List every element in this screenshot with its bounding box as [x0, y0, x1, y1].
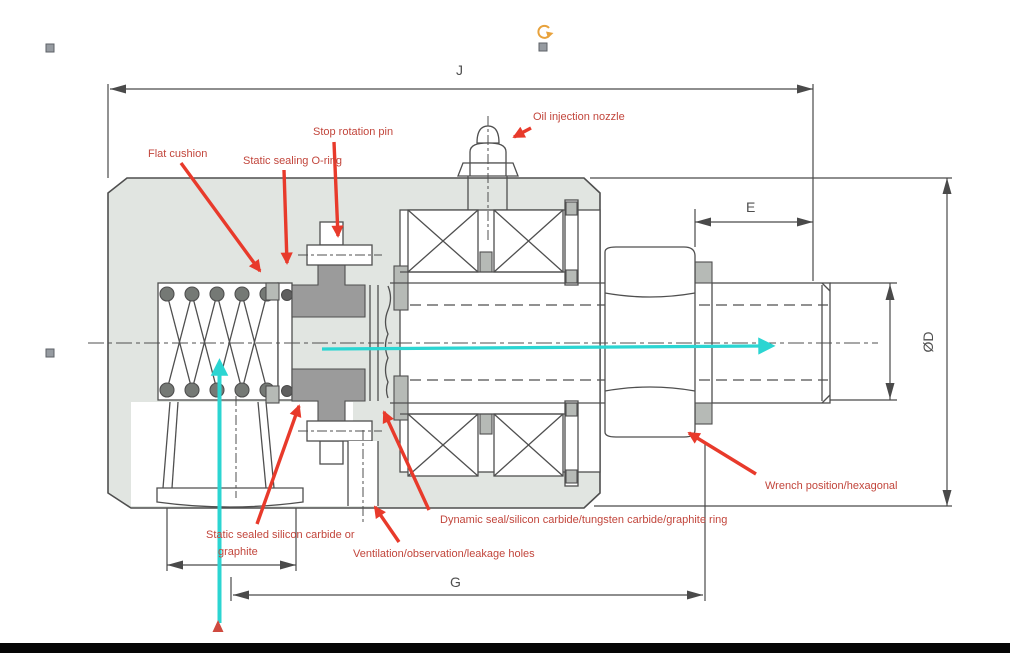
- arrow-static-sealed-ring: [255, 404, 302, 525]
- dimension-d: ØD: [590, 177, 952, 507]
- label-wrench-position: Wrench position/hexagonal: [765, 480, 898, 492]
- label-dynamic-seal: Dynamic seal/silicon carbide/tungsten ca…: [440, 514, 727, 526]
- flow-arrow-end-marker: [212, 620, 224, 632]
- label-flat-cushion: Flat cushion: [148, 148, 207, 160]
- arrow-wrench-position: [687, 431, 757, 476]
- label-static-sealed-line2: graphite: [218, 546, 258, 558]
- callout-arrows: [179, 126, 757, 543]
- dimension-g-label: G: [450, 574, 461, 590]
- label-ventilation-holes: Ventilation/observation/leakage holes: [353, 548, 535, 560]
- dimension-j: J: [107, 62, 814, 281]
- rotate-handle-icon[interactable]: [537, 24, 554, 39]
- arrow-flat-cushion: [179, 161, 262, 273]
- bottom-bar: [0, 643, 1010, 653]
- flow-arrow-horizontal: [321, 337, 776, 355]
- dimension-small: [166, 508, 297, 571]
- dimension-g: G: [230, 443, 706, 601]
- bearing-assembly: [400, 199, 579, 487]
- selection-handles: [45, 24, 554, 358]
- internal-section: [88, 116, 878, 522]
- selection-handle-left-top[interactable]: [45, 43, 55, 53]
- part-labels: Flat cushion Static sealing O-ring Stop …: [148, 111, 898, 560]
- label-stop-rotation-pin: Stop rotation pin: [313, 126, 393, 138]
- stop-rotation-pin-part: [298, 221, 382, 465]
- label-oil-injection-nozzle: Oil injection nozzle: [533, 111, 625, 123]
- dimension-d-label: ØD: [920, 332, 936, 353]
- label-static-sealing-oring: Static sealing O-ring: [243, 155, 342, 167]
- label-static-sealed-line1: Static sealed silicon carbide or: [206, 529, 355, 541]
- flow-arrows: [210, 337, 776, 632]
- arrow-oil-nozzle: [512, 126, 532, 139]
- shaft: [390, 282, 605, 404]
- flat-cushion-part: [265, 282, 280, 301]
- selection-handle-top-center[interactable]: [538, 42, 548, 52]
- seal-follower: [265, 282, 293, 404]
- arrow-static-oring: [280, 169, 293, 265]
- oil-nozzle: [457, 116, 519, 240]
- ventilation-channel: [347, 430, 379, 522]
- hex-nut: [604, 246, 696, 438]
- dimension-j-label: J: [456, 62, 463, 78]
- selection-handle-left-middle[interactable]: [45, 348, 55, 358]
- static-oring-part: [281, 289, 293, 301]
- dimension-e-label: E: [746, 199, 755, 215]
- arrow-ventilation: [373, 505, 401, 543]
- arrow-dynamic-seal: [382, 410, 431, 511]
- arrow-stop-pin: [331, 141, 344, 238]
- dimension-e: E: [694, 199, 813, 247]
